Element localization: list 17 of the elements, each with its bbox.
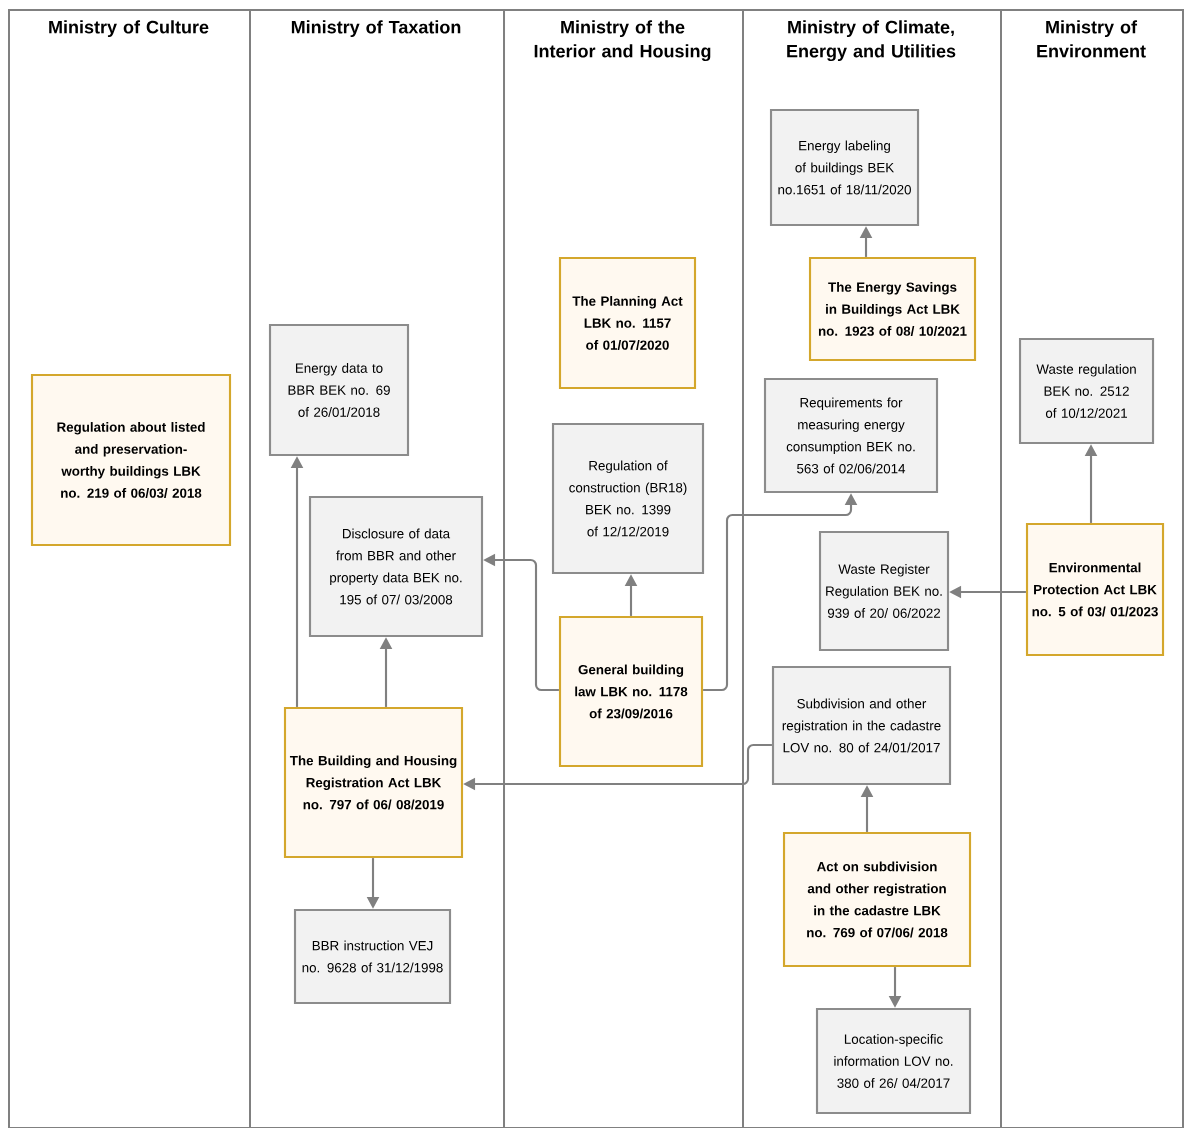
act-box: Regulation about listed and preservation-worthy buildings LBK no. 219 of 06/03/ 2018 bbox=[30, 373, 232, 547]
act-box: General building law LBK no. 1178 of 23/09/2016 bbox=[558, 615, 704, 768]
regulation-box: Subdivision and other registration in the cadastre LOV no. 80 of 24/01/2017 bbox=[771, 665, 952, 786]
act-box: The Energy Savings in Buildings Act LBK no. 1923 of 08/ 10/2021 bbox=[808, 256, 977, 362]
regulation-box: Location-specific information LOV no. 380 of 26/ 04/2017 bbox=[815, 1007, 972, 1115]
regulation-box: Disclosure of data from BBR and other property data BEK no. 195 of 07/ 03/2008 bbox=[308, 495, 484, 638]
regulation-box: Energy labeling of buildings BEK no.1651 of 18/11/2020 bbox=[769, 108, 920, 227]
regulation-box: Waste regulation BEK no. 2512 of 10/12/2021 bbox=[1018, 337, 1155, 445]
act-box: Act on subdivision and other registration in the cadastre LBK no. 769 of 07/06/ 2018 bbox=[782, 831, 972, 968]
regulation-box: BBR instruction VEJ no. 9628 of 31/12/1998 bbox=[293, 908, 452, 1005]
act-box: The Planning Act LBK no. 1157 of 01/07/2020 bbox=[558, 256, 697, 390]
regulation-box: Requirements for measuring energy consumption BEK no. 563 of 02/06/2014 bbox=[763, 377, 939, 494]
regulation-box: Waste Register Regulation BEK no. 939 of 20/ 06/2022 bbox=[818, 530, 950, 652]
regulation-box: Regulation of construction (BR18) BEK no. 1399 of 12/12/2019 bbox=[551, 422, 705, 575]
act-box: Environmental Protection Act LBK no. 5 of 03/ 01/2023 bbox=[1025, 522, 1165, 657]
act-box: The Building and Housing Registration Act LBK no. 797 of 06/ 08/2019 bbox=[283, 706, 464, 859]
regulation-box: Energy data to BBR BEK no. 69 of 26/01/2018 bbox=[268, 323, 410, 457]
